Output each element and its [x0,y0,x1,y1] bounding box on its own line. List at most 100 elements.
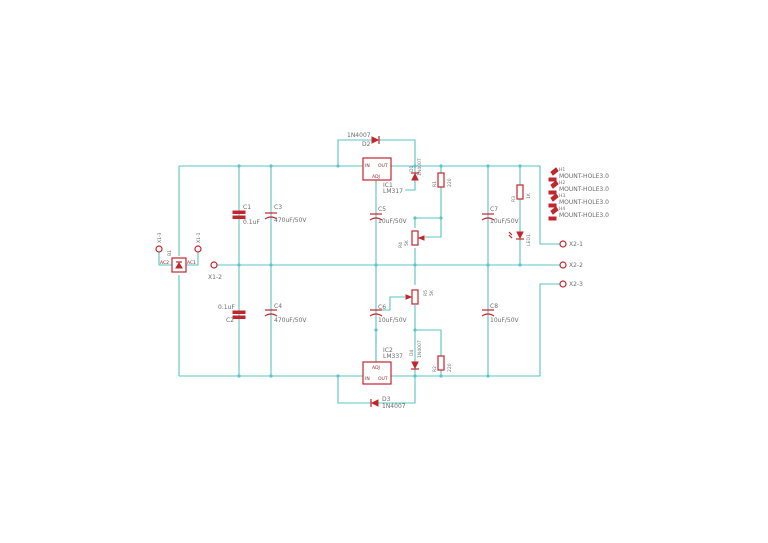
h1-name: H1 [559,167,565,173]
capacitor-c6: C6 10uF/50V [369,304,408,324]
wire-r1 [414,166,442,228]
x2-3-label: X2-3 [569,281,583,288]
h4-name: H4 [559,206,565,212]
resistor-r1: R1 220 [432,172,453,188]
diode-d3: D3 1N4007 [370,396,406,410]
led1-name: LED1 [526,234,532,246]
d3-value: 1N4007 [382,403,406,410]
b1-ac2-pin: AC2 [160,260,169,266]
r4-name: R4 [398,242,404,248]
h2-value: MOUNT-HOLE3.0 [559,186,609,193]
capacitor-c4: C4 470uF/50V [264,303,307,324]
d2-value: 1N4007 [347,132,371,139]
diode-d2: 1N4007 D2 [347,132,380,148]
c2-name: C2 [226,317,234,324]
b1-ac1-pin: AC1 [187,260,196,266]
mount-holes: H1 MOUNT-HOLE3.0 H2 MOUNT-HOLE3.0 H3 MOU… [548,167,609,221]
regulator-ic2: ADJ IN OUT IC2 LM337 [362,347,403,385]
c6-name: C6 [378,304,386,311]
wire-ac2 [158,252,172,266]
x2-1-label: X2-1 [569,241,583,248]
c6-value: 10uF/50V [378,317,408,324]
ic1-value: LM317 [383,188,403,195]
capacitor-c7: C7 10uF/50V [481,206,520,225]
output-connectors: X2-1 X2-2 X2-3 [559,240,583,288]
h3-value: MOUNT-HOLE3.0 [559,199,609,206]
c4-name: C4 [274,303,282,310]
c5-name: C5 [378,206,386,213]
ic1-pin-out: OUT [378,163,388,169]
x1-3-label: X1-3 [157,232,163,243]
c3-name: C3 [274,204,282,211]
regulator-ic1: IN OUT ADJ IC1 LM317 [362,157,403,195]
c2-value: 0.1uF [218,304,235,311]
led-led1: LED1 [508,231,532,246]
potentiometer-r5: R5 5K [405,289,435,305]
ic1-pin-adj: ADJ [372,174,380,180]
b1-label: B1 [167,250,173,256]
wire-r5-wiper [376,296,405,311]
mount-hole-h1: H1 MOUNT-HOLE3.0 [548,167,609,182]
wire-bottom-rail-out [391,283,560,377]
ic2-pin-in: IN [365,376,370,382]
x2-2-label: X2-2 [569,262,583,269]
ic2-pin-adj: ADJ [372,365,380,371]
c5-value: 10uF/50V [378,218,408,225]
h2-name: H2 [559,180,565,186]
c7-name: C7 [490,206,498,213]
r4-value: 5K [404,239,410,246]
h4-value: MOUNT-HOLE3.0 [559,212,609,219]
r2-value: 220 [447,363,453,372]
c3-value: 470uF/50V [274,217,307,224]
c1-name: C1 [243,204,251,211]
r2-name: R2 [432,366,438,372]
wire-r4-wiper [425,218,442,238]
input-connectors: X1-3 X1-1 X1-2 [155,232,222,281]
bridge-rectifier-b1: AC2 AC1 B1 [160,250,196,273]
junctions [237,164,522,378]
c8-name: C8 [490,303,498,310]
h1-value: MOUNT-HOLE3.0 [559,173,609,180]
r3-value: 1K [526,192,532,199]
c7-value: 10uF/50V [490,218,520,225]
mount-hole-h3: H3 MOUNT-HOLE3.0 [548,193,609,208]
d2-name: D2 [362,141,371,148]
d1-name: D1 [409,166,415,172]
wire-top-rail-out [391,165,560,245]
capacitor-c2: 0.1uF C2 [218,304,246,324]
capacitor-c5: C5 10uF/50V [369,206,408,225]
r1-name: R1 [432,181,438,187]
mount-hole-h4: H4 MOUNT-HOLE3.0 [548,206,609,221]
c1-value: 0.1uF [243,219,260,226]
c4-value: 470uF/50V [274,317,307,324]
resistor-r2: R2 220 [432,355,453,372]
r5-name: R5 [423,290,429,296]
d4-value: 1N4007 [417,340,423,358]
ic2-pin-out: OUT [378,376,388,382]
capacitor-c3: C3 470uF/50V [264,204,307,224]
wire-ac1 [186,252,199,266]
wire-r2 [414,305,442,376]
potentiometer-r4: R4 5K [398,230,425,248]
ic2-value: LM337 [383,353,403,360]
h3-name: H3 [559,193,565,199]
d3-name: D3 [382,396,391,403]
ic1-name: IC1 [383,182,393,189]
d4-name: D4 [409,350,415,356]
mount-hole-h2: H2 MOUNT-HOLE3.0 [548,180,609,195]
c8-value: 10uF/50V [490,317,520,324]
r3-name: R3 [511,196,517,202]
diode-d4: D4 1N4007 [409,340,423,370]
r5-value: 5K [429,289,435,296]
resistor-r3: R3 1K [511,184,532,202]
x1-2-label: X1-2 [208,274,222,281]
ic1-pin-in: IN [365,163,370,169]
wires [158,139,560,404]
d1-value: 1N4007 [417,158,423,176]
r1-value: 220 [447,178,453,187]
diode-d1: D1 1N4007 [409,158,423,181]
ic2-name: IC2 [383,347,393,354]
capacitor-c1: C1 0.1uF [232,204,260,226]
capacitor-c8: C8 10uF/50V [481,303,520,324]
